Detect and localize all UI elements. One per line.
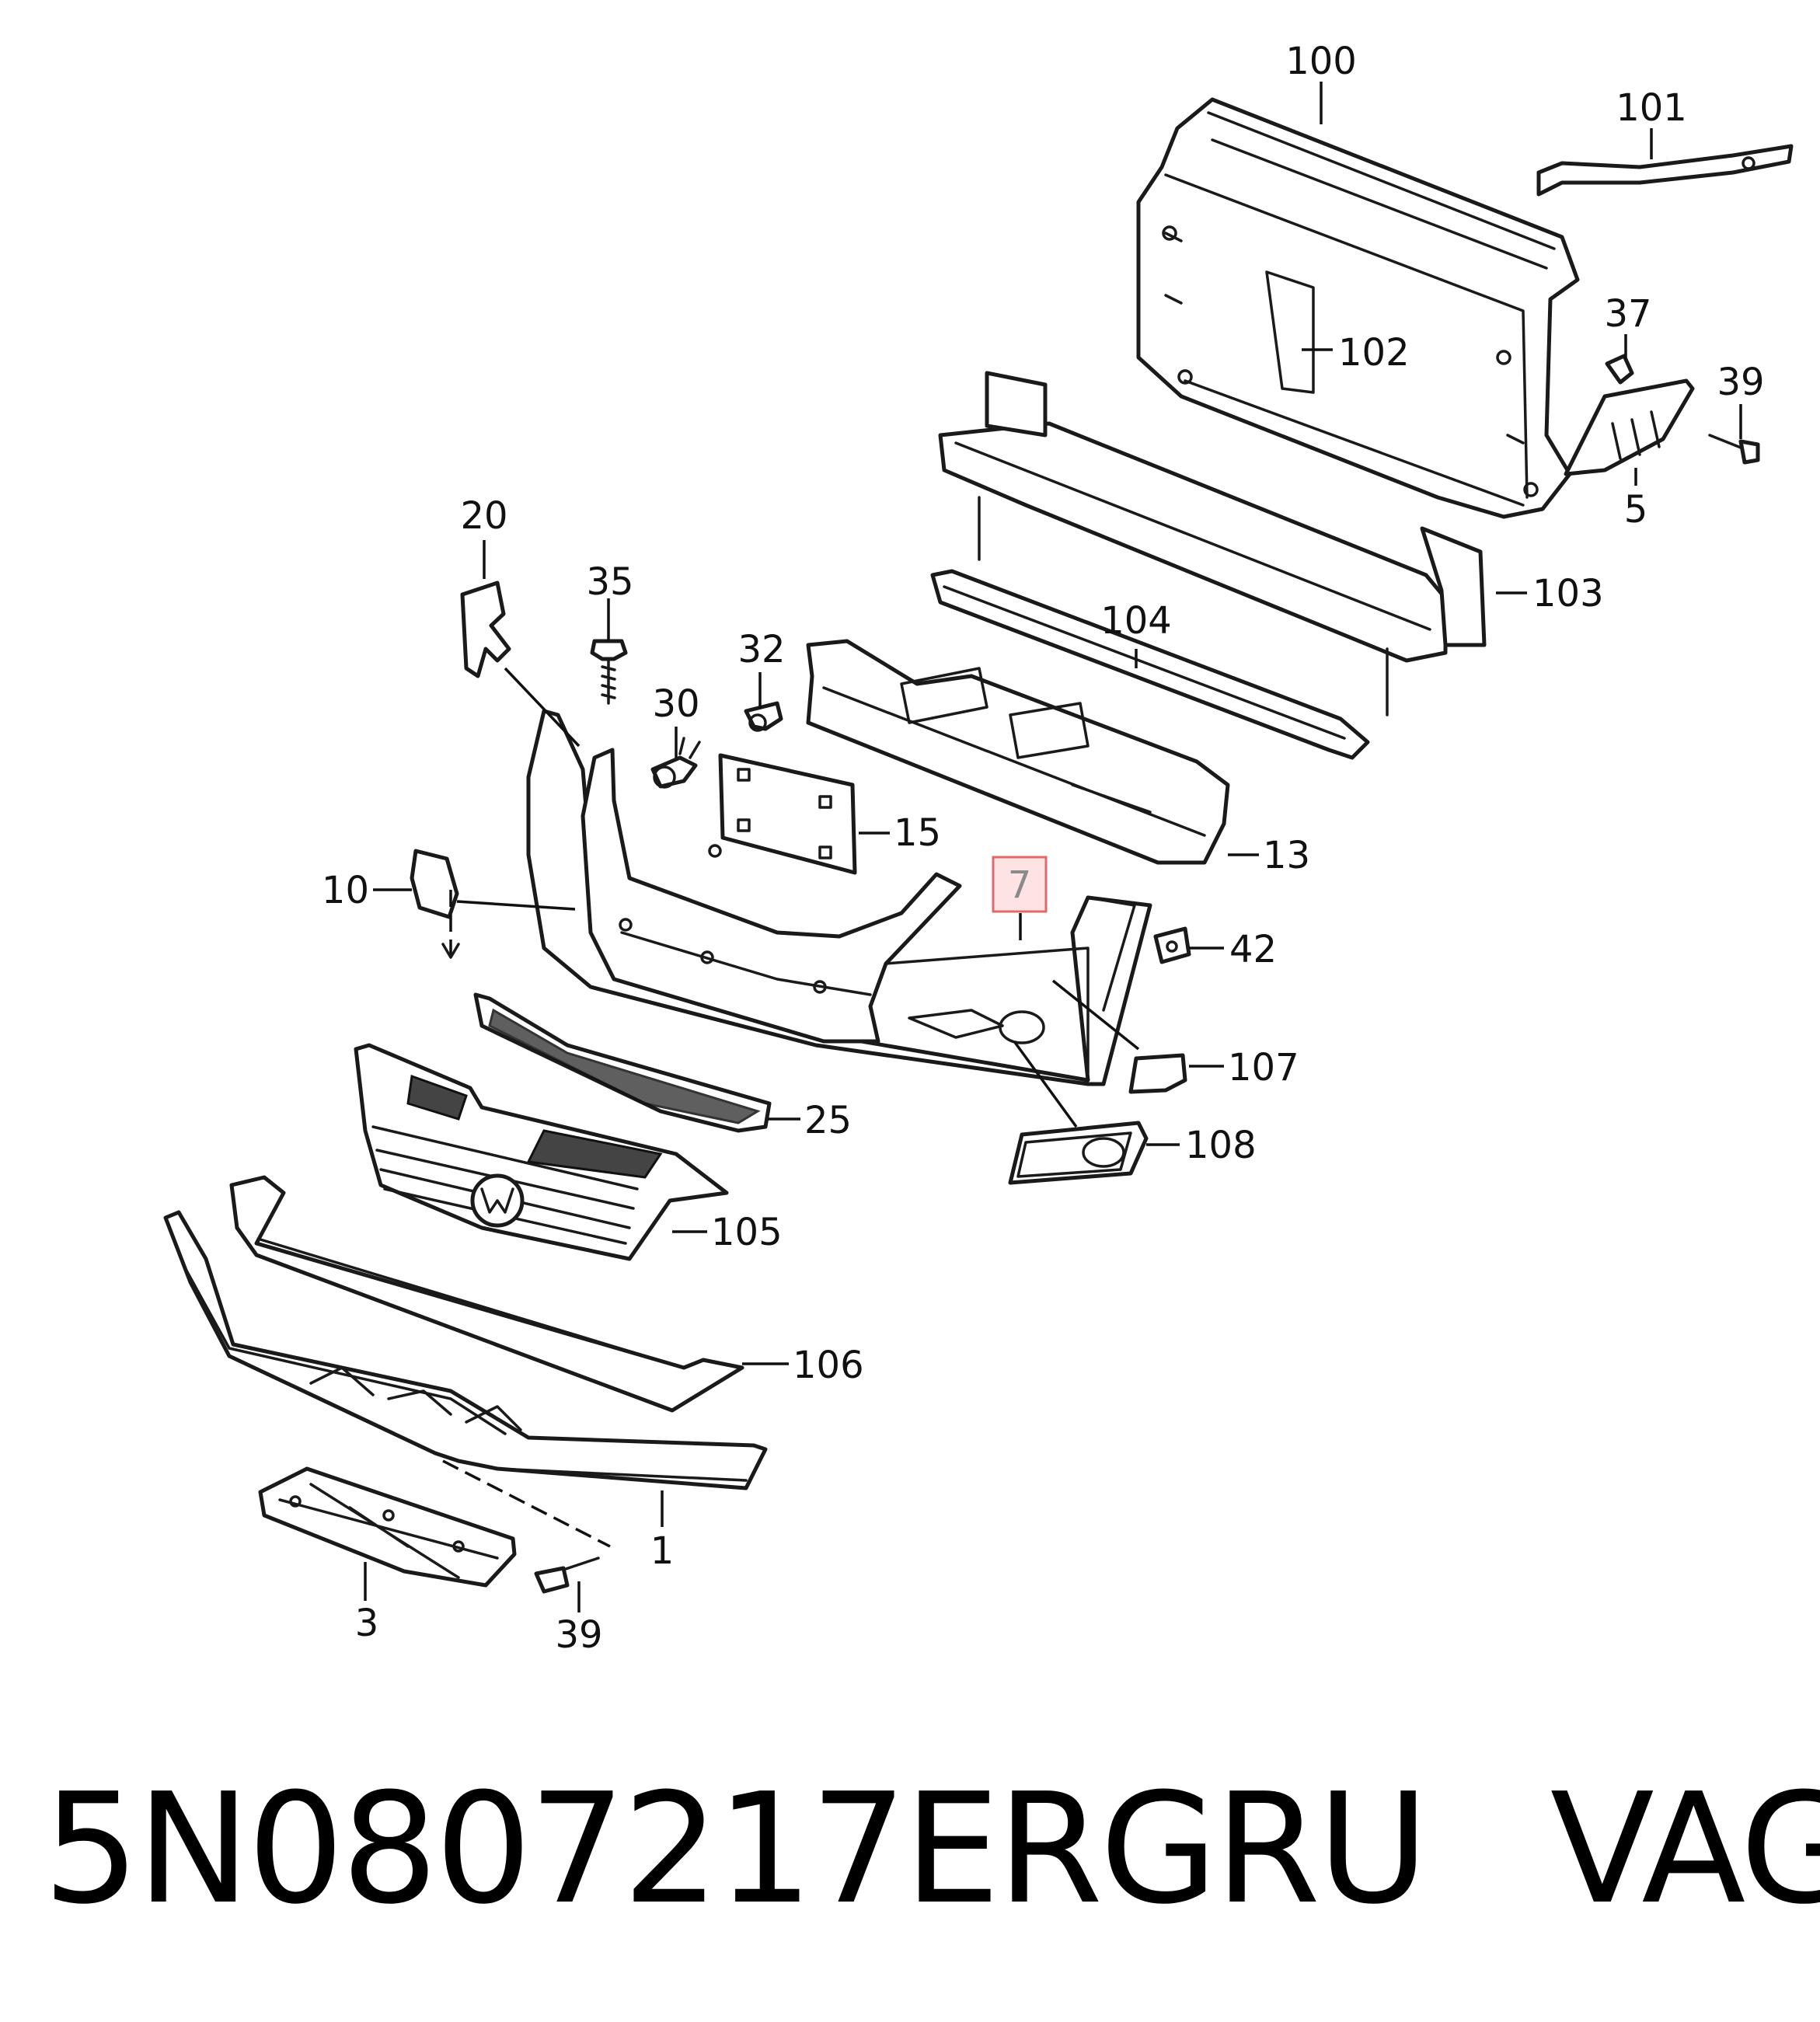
callout-106: 106 [793, 1344, 864, 1387]
part-100-front-carrier [1136, 97, 1580, 519]
part-108-fog-grille [1008, 1121, 1149, 1185]
part-39-screw-lower [534, 1557, 600, 1594]
callout-3: 3 [355, 1602, 379, 1645]
part-103-impact-beam [938, 371, 1487, 716]
part-101-bracket [1536, 144, 1794, 197]
part-107-washer-cap [1128, 1053, 1187, 1094]
callout-39-upper: 39 [1717, 361, 1764, 404]
callout-103: 103 [1532, 572, 1604, 615]
callout-30: 30 [652, 682, 699, 726]
part-106-spoiler-cover [229, 1175, 744, 1413]
callout-20: 20 [460, 494, 507, 538]
callout-107: 107 [1228, 1046, 1299, 1089]
part-32-clip [744, 701, 783, 732]
part-39-screw-upper [1708, 434, 1760, 465]
callout-labels: 100 101 102 37 39 5 103 104 20 35 32 30 … [322, 40, 1765, 1657]
part-30-clip [650, 737, 701, 789]
callout-7-highlight-box [992, 856, 1048, 913]
part-1-lower-spoiler [163, 1210, 768, 1490]
leader-lines [364, 82, 1742, 1612]
part-37-clip [1605, 354, 1634, 385]
callout-105: 105 [711, 1211, 783, 1254]
callout-32: 32 [737, 628, 785, 671]
part-15-plate-holder [718, 753, 857, 875]
part-25-lower-grille [473, 992, 772, 1133]
part-number: 5N0807217ERGRU [43, 1761, 1429, 1938]
callout-108: 108 [1185, 1124, 1257, 1167]
callout-35: 35 [586, 560, 633, 604]
callout-10: 10 [322, 869, 369, 912]
part-42-clip-nut [1153, 926, 1191, 964]
part-number-footer: 5N0807217ERGRU VAG [43, 1761, 1820, 1938]
callout-7: 7 [1008, 863, 1032, 907]
callout-25: 25 [804, 1099, 852, 1142]
part-35-screw [590, 639, 628, 705]
callout-13: 13 [1263, 834, 1310, 877]
part-104-absorber [930, 569, 1370, 760]
callout-37: 37 [1604, 292, 1651, 336]
part-20-bracket [460, 580, 511, 678]
brand-name: VAG [1550, 1761, 1820, 1938]
part-13-energy-absorber [806, 639, 1230, 865]
callout-1: 1 [650, 1529, 675, 1573]
part-105-radiator-grille [354, 1043, 729, 1261]
callout-104: 104 [1100, 599, 1172, 643]
callout-101: 101 [1616, 86, 1687, 130]
part-3-cover-plate [258, 1466, 517, 1588]
part-5-side-bracket [1564, 378, 1695, 476]
callout-100: 100 [1285, 40, 1357, 83]
part-7-bumper-cover [526, 709, 1152, 1086]
callout-15: 15 [894, 811, 941, 855]
callout-39-lower: 39 [555, 1613, 602, 1657]
callout-42: 42 [1229, 928, 1277, 971]
callout-102: 102 [1338, 331, 1410, 375]
callout-5: 5 [1624, 488, 1648, 532]
part-10-tow-cap [410, 849, 459, 919]
